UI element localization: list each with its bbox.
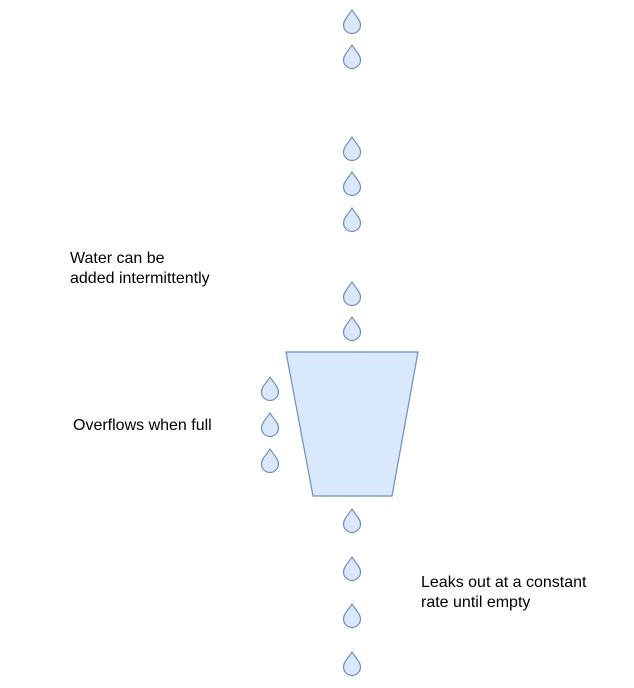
water-drop-icon <box>342 170 362 197</box>
water-drop-icon <box>342 602 362 629</box>
water-drop-icon <box>260 375 280 402</box>
water-drop-icon <box>342 8 362 35</box>
bucket-shape <box>285 351 419 497</box>
label-added-intermittently: Water can be added intermittently <box>70 250 210 287</box>
water-drop-icon <box>342 280 362 307</box>
water-drop-icon <box>342 507 362 534</box>
water-drop-icon <box>260 447 280 474</box>
label-overflows: Overflows when full <box>73 417 212 434</box>
water-drop-icon <box>342 315 362 342</box>
label-leaks: Leaks out at a constant rate until empty <box>421 574 587 611</box>
water-drop-icon <box>342 206 362 233</box>
water-drop-icon <box>342 43 362 70</box>
water-drop-icon <box>260 411 280 438</box>
water-drop-icon <box>342 135 362 162</box>
water-drop-icon <box>342 650 362 677</box>
water-drop-icon <box>342 555 362 582</box>
